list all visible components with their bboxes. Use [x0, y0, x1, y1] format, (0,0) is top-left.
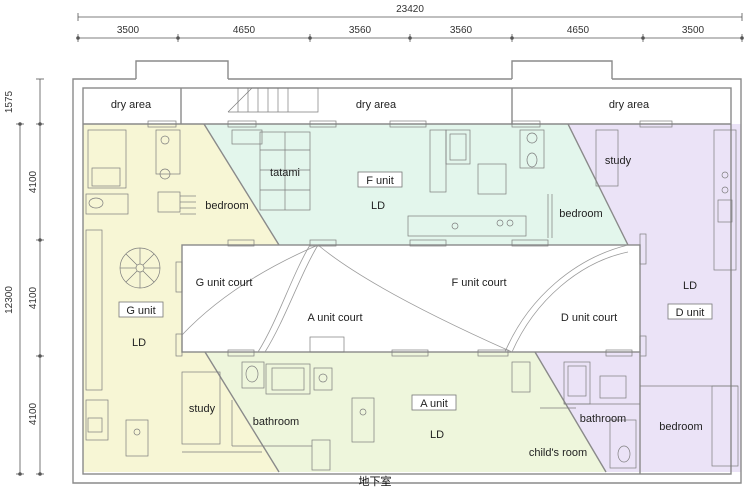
- room-dry-area-right: dry area: [609, 99, 650, 111]
- court-g-unit: G unit court: [196, 277, 253, 289]
- top-dimensions: 23420 3500 4650 3560 3560 4650 3500: [76, 4, 744, 42]
- court-d-unit: D unit court: [561, 312, 617, 324]
- g-unit-zone: [83, 124, 279, 472]
- room-dry-area-center: dry area: [356, 99, 397, 111]
- room-d-study: study: [605, 155, 632, 167]
- d-unit-tag: D unit: [676, 307, 705, 319]
- dim-left-segment: 4100: [28, 170, 39, 193]
- f-unit-tag: F unit: [366, 175, 394, 187]
- outer-walls: [72, 60, 742, 484]
- a-unit-tag: A unit: [420, 398, 448, 410]
- d-unit-zone: [535, 124, 741, 472]
- room-a-ld: LD: [430, 429, 444, 441]
- room-childs-room: child's room: [529, 447, 587, 459]
- dim-top-total: 23420: [396, 4, 424, 15]
- g-unit-tag: G unit: [126, 305, 155, 317]
- unit-boundaries: [203, 123, 641, 474]
- room-tatami: tatami: [270, 167, 300, 179]
- left-dimensions: 1575 12300 4100 4100 4100: [4, 78, 44, 476]
- g-unit-tag-box: [118, 301, 164, 318]
- d-unit-fixtures: [563, 129, 739, 469]
- dim-left-segment: 4100: [28, 402, 39, 425]
- dim-left-total: 12300: [4, 286, 15, 314]
- a-unit-fixtures: [231, 361, 576, 471]
- room-dry-area-left: dry area: [111, 99, 152, 111]
- f-unit-fixtures: [231, 129, 553, 238]
- room-g-bedroom: bedroom: [205, 200, 248, 212]
- room-a-bathroom: bathroom: [253, 416, 299, 428]
- spiral-stair: [119, 247, 161, 289]
- f-unit-tag-box: [357, 171, 403, 188]
- room-d-ld: LD: [683, 280, 697, 292]
- window-bars: [147, 120, 673, 128]
- room-d-bathroom: bathroom: [580, 413, 626, 425]
- g-unit-fixtures: [85, 129, 262, 457]
- dim-top-segment: 3500: [682, 25, 705, 36]
- room-g-ld: LD: [132, 337, 146, 349]
- court-zone: [181, 244, 641, 353]
- room-f-ld: LD: [371, 200, 385, 212]
- courtyards: [175, 233, 647, 357]
- a-unit-zone: [205, 352, 606, 472]
- dim-left-dry: 1575: [4, 90, 15, 113]
- plan-caption: 地下室: [359, 474, 392, 488]
- a-unit-tag-box: [411, 394, 457, 411]
- room-g-study: study: [189, 403, 216, 415]
- room-d-bedroom: bedroom: [659, 421, 702, 433]
- court-a-unit: A unit court: [307, 312, 362, 324]
- dim-top-segment: 3560: [349, 25, 372, 36]
- unit-fills: [83, 124, 741, 472]
- room-labels: dry area dry area dry area bedroom G uni…: [111, 99, 713, 459]
- dim-top-segment: 4650: [233, 25, 256, 36]
- dim-top-segment: 4650: [567, 25, 590, 36]
- room-f-bedroom: bedroom: [559, 208, 602, 220]
- d-unit-tag-box: [667, 303, 713, 320]
- dry-area-stair: [227, 87, 319, 113]
- court-f-unit: F unit court: [451, 277, 506, 289]
- dim-top-segment: 3500: [117, 25, 140, 36]
- dim-left-segment: 4100: [28, 286, 39, 309]
- dim-top-segment: 3560: [450, 25, 473, 36]
